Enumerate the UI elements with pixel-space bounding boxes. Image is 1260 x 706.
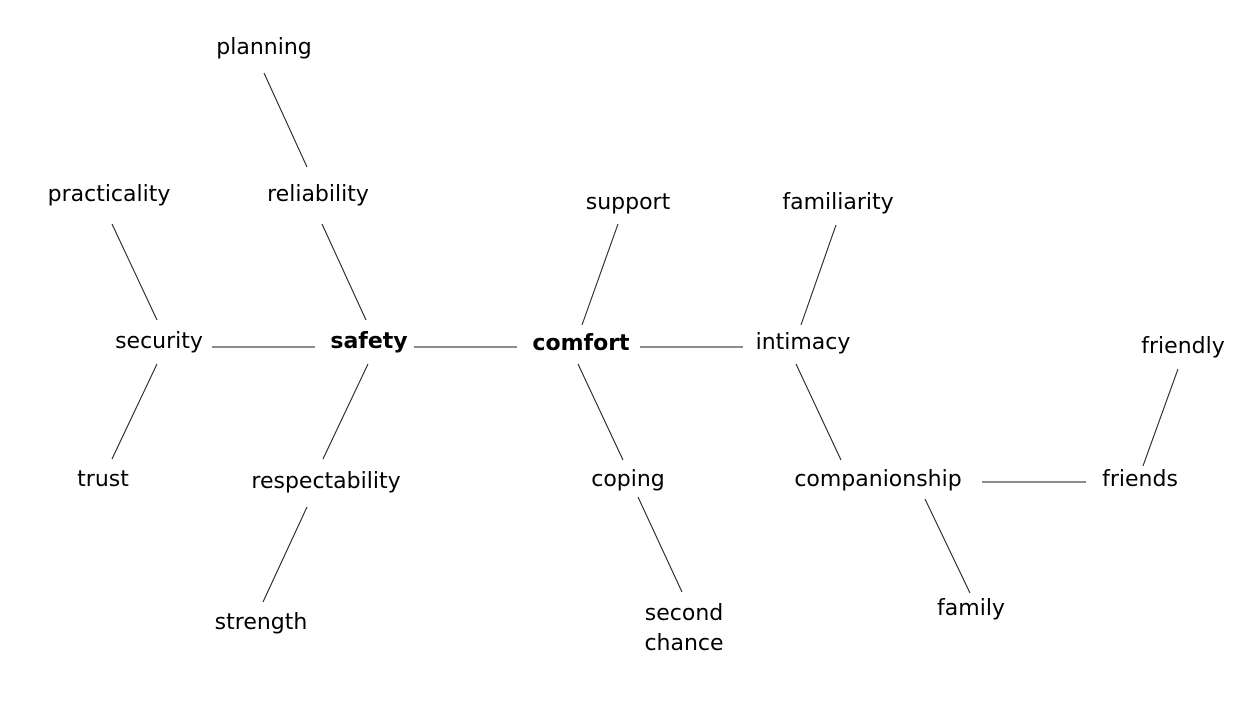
edge-security-trust (111, 363, 158, 460)
edge-comfort-coping (577, 363, 624, 461)
node-second-chance-line2: chance (644, 631, 724, 656)
edge-respectability-strength (262, 506, 308, 603)
edge-companionship-family (924, 498, 971, 594)
node-family: family (937, 596, 1005, 621)
node-friends: friends (1102, 467, 1178, 492)
node-comfort: comfort (532, 331, 630, 356)
node-companionship: companionship (794, 467, 962, 492)
edge-friendly-friends (1142, 368, 1179, 467)
node-trust: trust (77, 467, 129, 492)
node-respectability: respectability (251, 469, 401, 494)
node-security: security (115, 329, 203, 354)
edge-support-comfort (581, 223, 619, 326)
edge-safety-respectability (322, 363, 369, 460)
edge-intimacy-companionship (795, 363, 842, 461)
node-support: support (585, 190, 671, 215)
node-familiarity: familiarity (782, 190, 894, 215)
node-planning: planning (216, 35, 312, 60)
node-intimacy: intimacy (755, 330, 851, 355)
node-coping: coping (591, 467, 665, 492)
node-second-chance: second chance (624, 599, 744, 659)
node-friendly: friendly (1141, 334, 1225, 359)
node-practicality: practicality (47, 182, 171, 207)
node-second-chance-line1: second (644, 601, 724, 626)
edge-familiarity-intimacy (800, 224, 837, 326)
edge-practicality-security (111, 223, 158, 321)
node-strength: strength (214, 610, 308, 635)
edge-reliability-safety (321, 223, 367, 321)
edge-coping-second-chance (637, 496, 683, 593)
node-safety: safety (330, 329, 408, 354)
node-reliability: reliability (267, 182, 369, 207)
edge-planning-reliability (263, 72, 308, 168)
